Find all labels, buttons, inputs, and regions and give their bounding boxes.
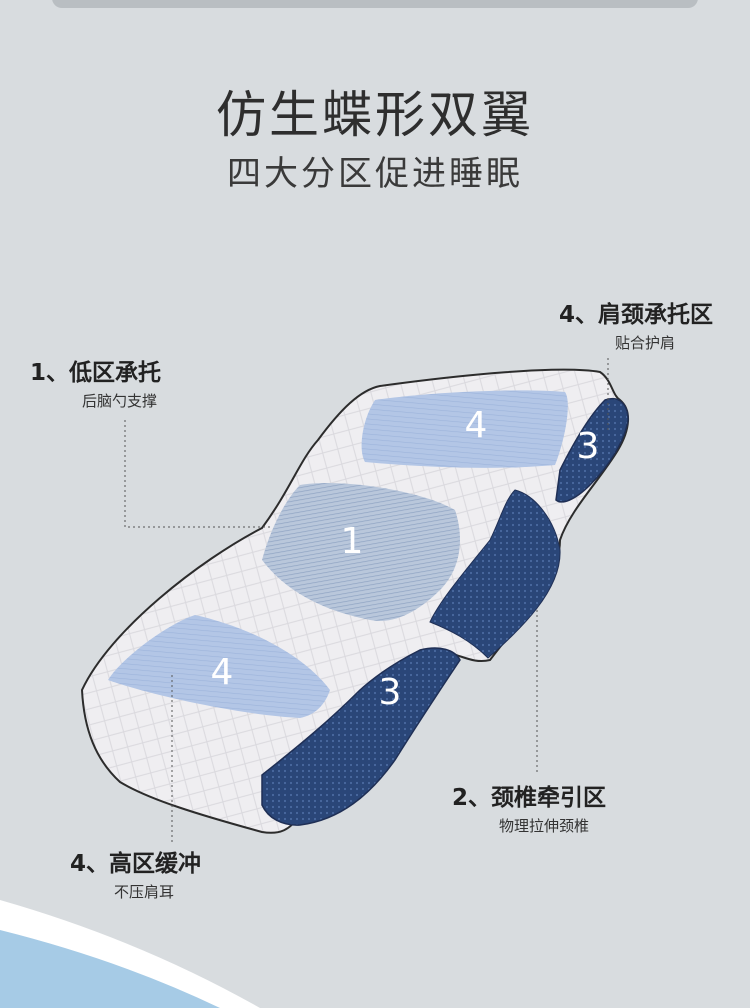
label-low-support-desc: 后脑勺支撑 [82,391,158,410]
label-shoulder-neck-title: 4、肩颈承托区 [559,302,714,328]
zone-number-4-back: 4 [465,405,488,446]
zone-shoulder-pad [361,390,568,468]
label-high-buffer-title: 4、高区缓冲 [70,851,202,877]
zone-cervical-pad [429,489,561,659]
label-low-support: 1、低区承托 后脑勺支撑 [30,360,161,410]
top-bar [52,0,698,8]
page-title: 仿生蝶形双翼 [216,86,534,144]
page-subtitle: 四大分区促进睡眠 [227,154,523,194]
label-cervical-traction-title: 2、颈椎牵引区 [452,785,607,811]
label-high-buffer-desc: 不压肩耳 [114,882,175,901]
label-shoulder-neck: 4、肩颈承托区 贴合护肩 [559,302,713,352]
side-strip-back [555,398,629,503]
zone-number-1: 1 [341,521,364,562]
label-cervical-traction: 2、颈椎牵引区 物理拉伸颈椎 [452,785,606,835]
zone-number-4-front: 4 [211,652,234,693]
zone-number-3-back: 3 [577,426,600,467]
label-low-support-title: 1、低区承托 [30,360,162,386]
zone-high-buffer-pad [108,615,330,718]
label-shoulder-neck-desc: 贴合护肩 [615,333,676,352]
label-high-buffer: 4、高区缓冲 不压肩耳 [70,851,201,901]
leader-low [124,420,270,528]
label-cervical-traction-desc: 物理拉伸颈椎 [499,816,590,835]
zone-low-support-pad [262,482,460,621]
zone-number-3-front: 3 [379,672,402,713]
side-strip-front [261,647,461,826]
